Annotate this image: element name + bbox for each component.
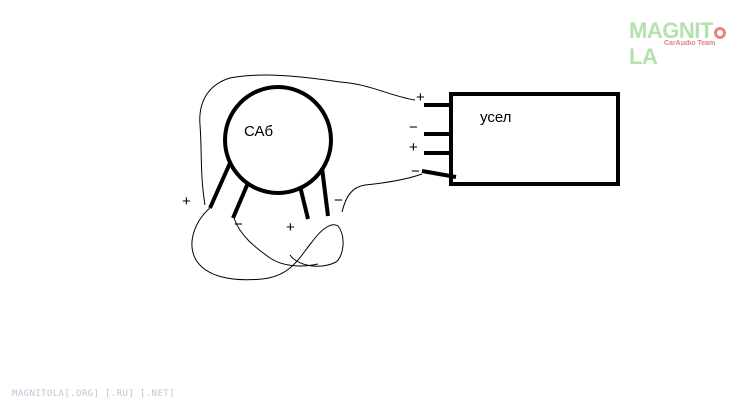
watermark-logo-left: MAGNIT: [629, 18, 713, 43]
sub-terminal-2: [231, 182, 250, 219]
sub-sign-4: −: [334, 192, 343, 209]
wire-sub-plus-to-sub-minus: [191, 207, 344, 281]
sub-terminal-4: [320, 167, 330, 217]
sub-terminal-1: [208, 162, 232, 209]
watermark-footer: MAGNITOLA[.ORG] [.RU] [.NET]: [12, 389, 175, 399]
sub-sign-1: +: [182, 193, 191, 210]
watermark-ring-icon: [713, 27, 726, 39]
amp-sign-3: +: [409, 139, 418, 156]
amplifier-box: [449, 92, 620, 186]
amp-sign-4: −: [411, 163, 420, 180]
wire-sub-minus-loop: [233, 217, 319, 267]
amp-sign-2: −: [409, 119, 418, 136]
subwoofer-circle: [223, 85, 333, 195]
amp-sign-1: +: [416, 89, 425, 106]
amplifier-label: усел: [480, 109, 512, 126]
sub-sign-3: +: [286, 219, 295, 236]
sub-sign-2: −: [234, 216, 243, 233]
subwoofer-label: САб: [244, 123, 274, 140]
watermark-logo-right: LA: [629, 44, 658, 69]
wire-amp-minus-bottom-to-sub: [341, 173, 423, 213]
sub-terminal-3: [298, 185, 310, 220]
wire-amp-plus-top-to-sub-plus: [199, 74, 416, 206]
watermark-logo: MAGNITLA: [629, 18, 729, 70]
amp-terminal-4: [421, 169, 457, 179]
watermark-subtitle: CarAudio Team: [664, 40, 716, 47]
